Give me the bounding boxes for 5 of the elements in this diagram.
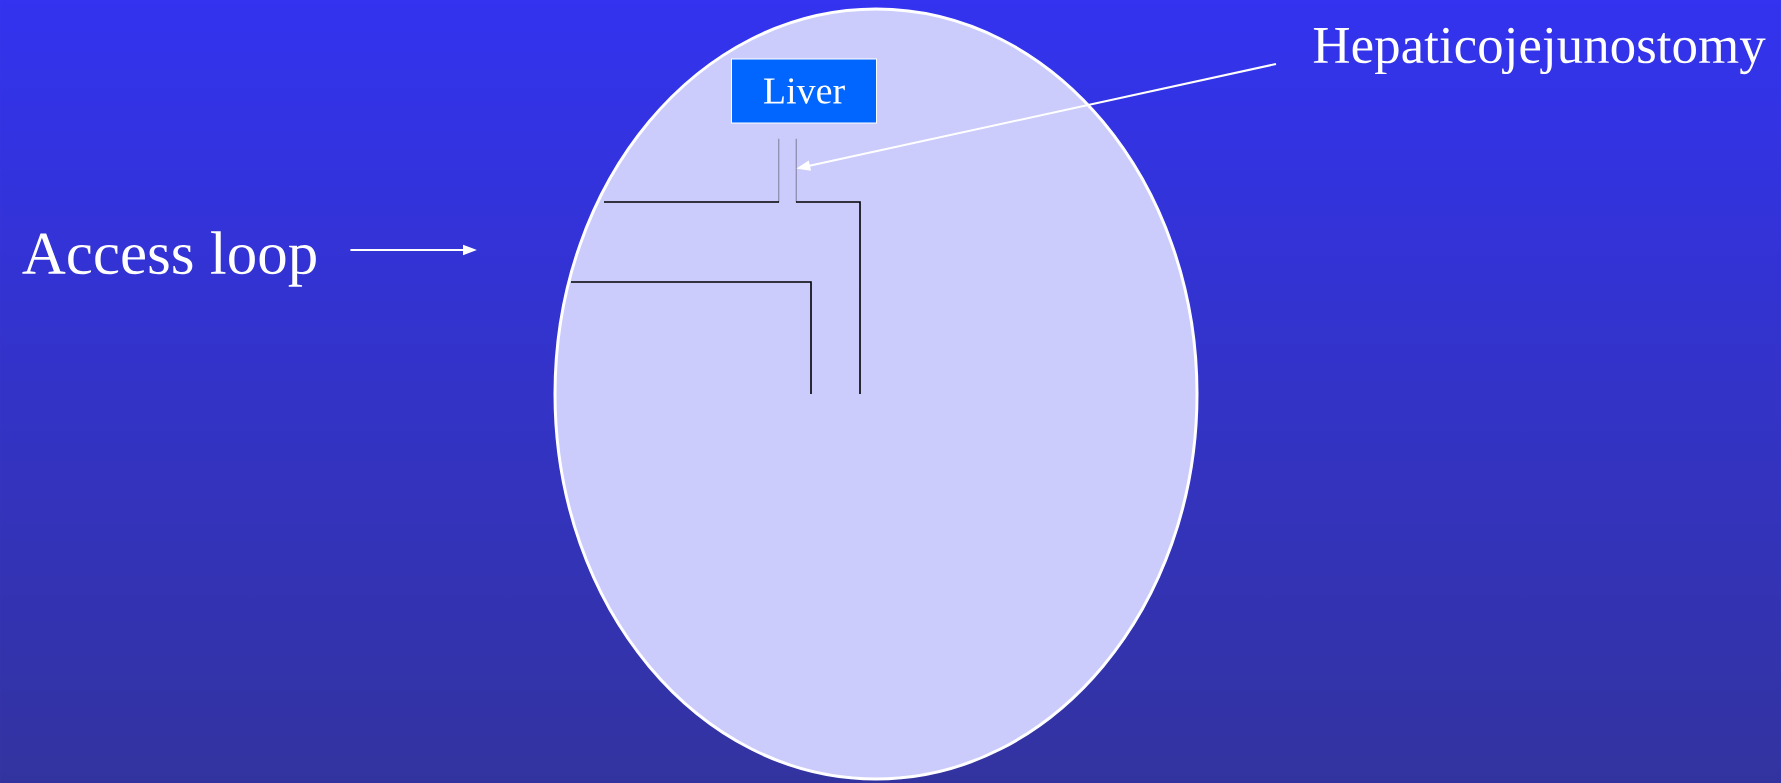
organ-box: Liver	[731, 58, 877, 124]
hepatic-duct-drawing	[778, 138, 797, 203]
callout-text: Access loop	[22, 231, 316, 287]
body-outline	[553, 7, 1199, 781]
callout-text: Hepaticojejunostomy	[1313, 27, 1766, 75]
